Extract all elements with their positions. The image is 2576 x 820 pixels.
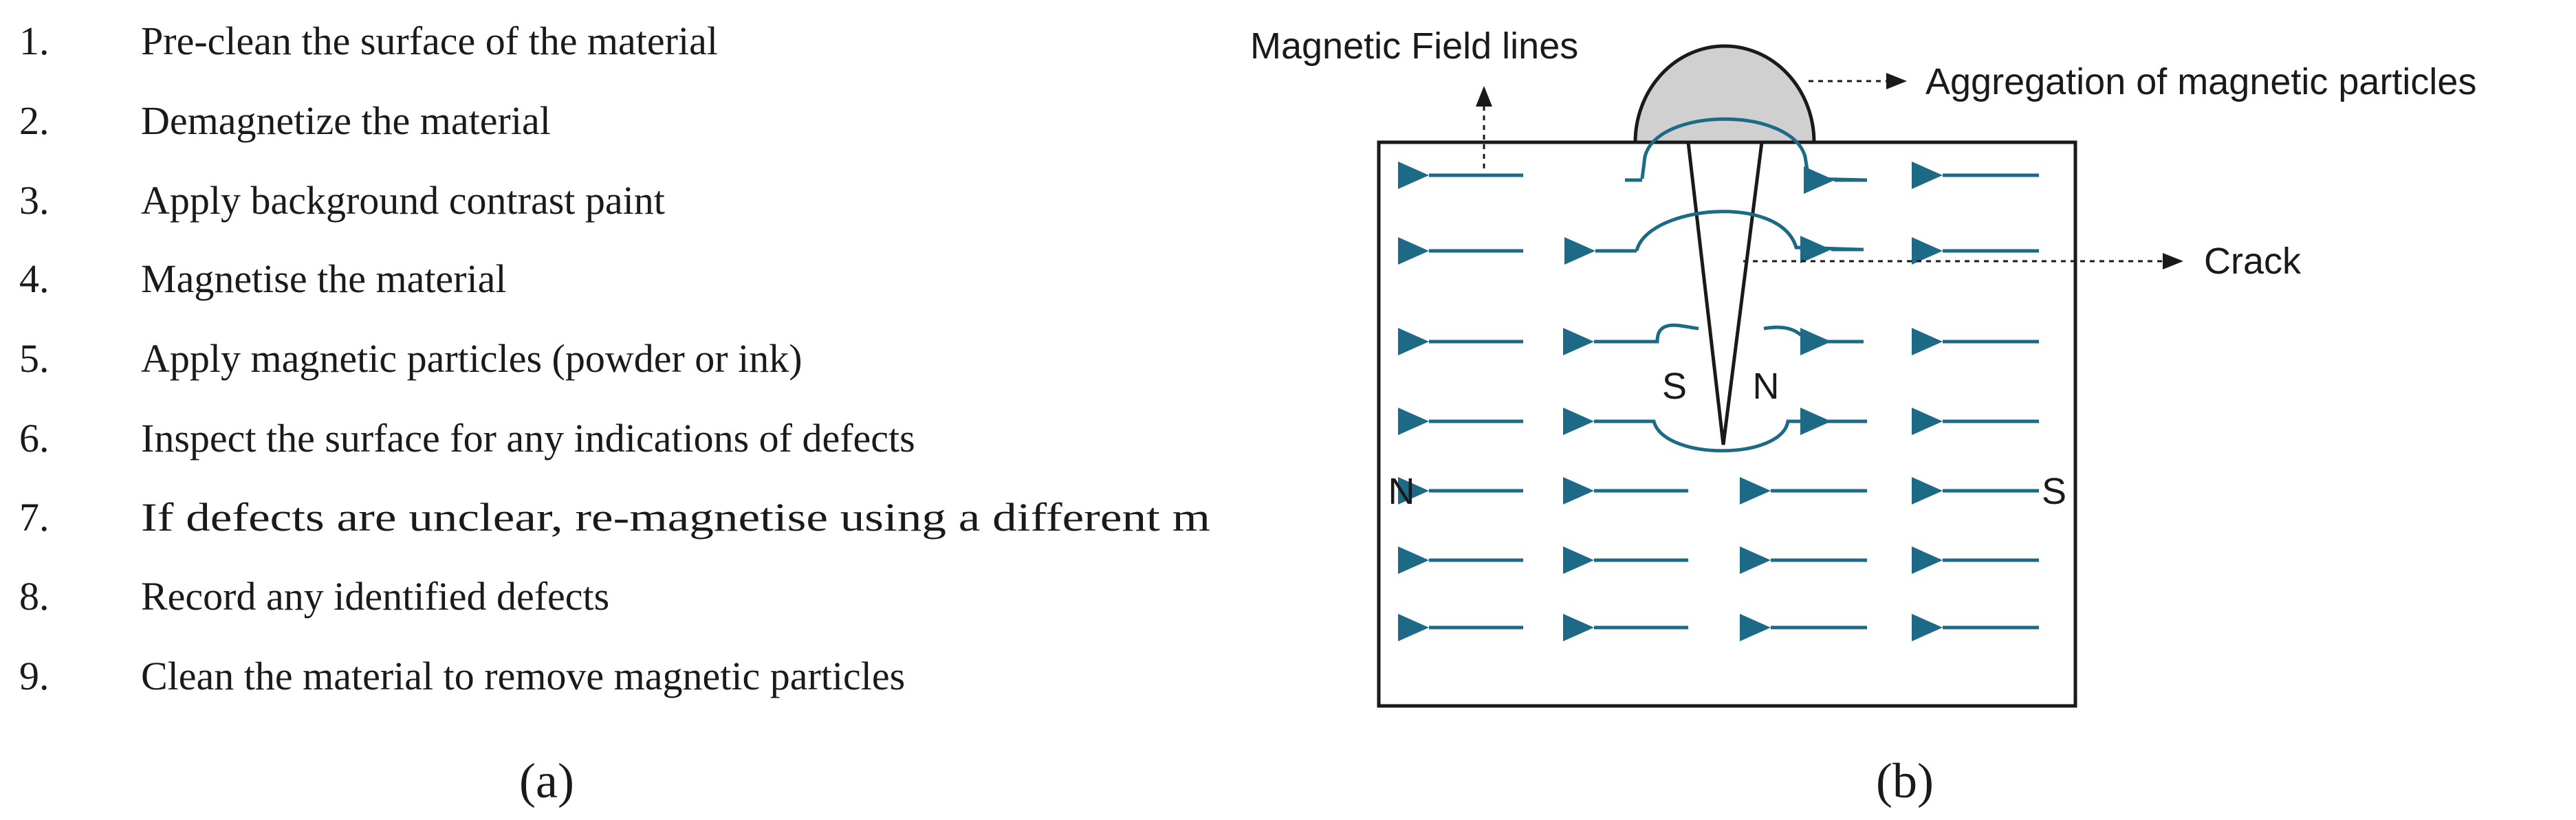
crack <box>1686 140 1764 445</box>
step-6-number: 6. <box>19 416 50 461</box>
panel-b-label: (b) <box>1876 753 1934 808</box>
step-3-text: Apply background contrast paint <box>141 178 665 223</box>
step-7-number: 7. <box>19 495 50 540</box>
step-9-number: 9. <box>19 654 50 698</box>
particle-aggregation <box>1633 44 1816 144</box>
step-1-number: 1. <box>19 19 50 63</box>
crack-annotation: Crack <box>2204 241 2302 282</box>
step-1-text: Pre-clean the surface of the material <box>141 19 718 63</box>
step-6-text: Inspect the surface for any indications … <box>141 416 915 461</box>
annotation-leaders <box>1476 73 2183 269</box>
step-5-number: 5. <box>19 336 50 381</box>
step-4-text: Magnetise the material <box>141 256 506 301</box>
panel-a-label: (a) <box>519 753 574 808</box>
procedure-list: 1. Pre-clean the surface of the material… <box>19 19 1210 698</box>
step-3-number: 3. <box>19 178 50 223</box>
step-5-text: Apply magnetic particles (powder or ink) <box>141 336 803 381</box>
step-8-number: 8. <box>19 574 50 619</box>
crack-pole-left-label: S <box>1662 366 1687 407</box>
field-line-arrows <box>1398 162 2039 641</box>
step-4-number: 4. <box>19 256 50 301</box>
step-8-text: Record any identified defects <box>141 574 609 619</box>
step-9-text: Clean the material to remove magnetic pa… <box>141 654 905 698</box>
step-2-number: 2. <box>19 98 50 143</box>
aggregation-annotation: Aggregation of magnetic particles <box>1925 61 2476 102</box>
mpi-diagram: N S S N Magnetic Field lines Aggregation… <box>1250 25 2476 708</box>
pole-left-label: N <box>1388 471 1415 512</box>
step-7-text: If defects are unclear, re-magnetise usi… <box>141 495 1210 540</box>
field-lines-annotation: Magnetic Field lines <box>1250 25 1578 67</box>
step-2-text: Demagnetize the material <box>141 98 551 143</box>
pole-right-label: S <box>2042 471 2066 512</box>
crack-pole-right-label: N <box>1753 366 1780 407</box>
